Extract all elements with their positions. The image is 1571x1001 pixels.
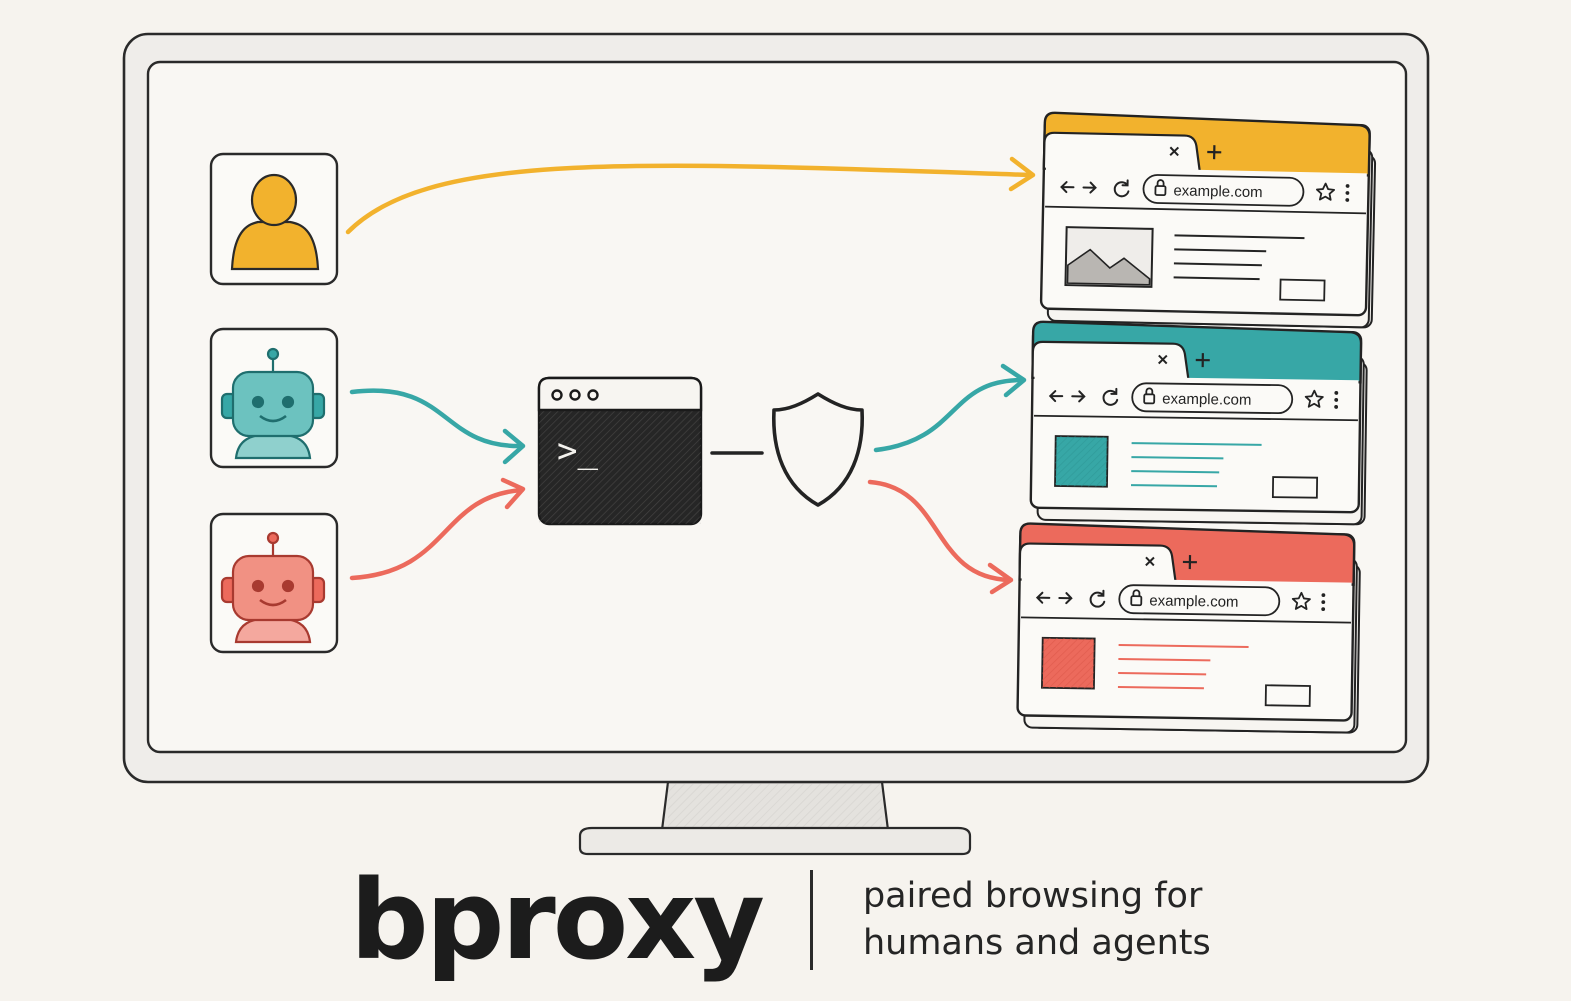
- text-line-placeholder: [1174, 234, 1305, 240]
- more-menu-icon: [1334, 391, 1339, 409]
- browser-active-tab: [1031, 340, 1190, 382]
- teal-agent-to-terminal-arrow: [349, 388, 525, 449]
- close-icon: [1145, 556, 1155, 567]
- address-bar-url: example.com: [1162, 391, 1251, 409]
- browser-toolbar-divider: [1021, 616, 1351, 624]
- forward-arrow-icon: [1082, 181, 1097, 194]
- menu-dot: [1321, 607, 1326, 612]
- reload-icon: [1102, 387, 1119, 406]
- menu-dot: [1321, 600, 1326, 605]
- shield-to-coral-browser-arrow: [867, 479, 1013, 583]
- text-line-placeholder: [1173, 276, 1260, 281]
- shield-icon: [772, 392, 864, 507]
- back-arrow-icon: [1060, 181, 1075, 194]
- browser-window: example.com: [1029, 320, 1368, 526]
- back-arrow-icon: [1035, 591, 1051, 604]
- tagline-line-1: paired browsing for: [862, 876, 1203, 916]
- menu-dot: [1345, 198, 1350, 202]
- menu-dot: [1334, 405, 1339, 409]
- lock-icon: [1143, 393, 1156, 405]
- lock-icon-shackle: [1156, 179, 1165, 187]
- coral-agent-to-terminal-arrow: [349, 487, 525, 581]
- terminal-window: >_: [537, 376, 703, 526]
- square-placeholder-hatch: [1054, 436, 1108, 487]
- browser-toolbar-divider: [1045, 205, 1367, 215]
- browser-window: example.com: [1039, 111, 1377, 329]
- text-line-placeholder: [1118, 671, 1207, 676]
- person-icon: [230, 173, 320, 271]
- robot-icon: [220, 347, 326, 460]
- connections: [345, 156, 1036, 595]
- menu-dot: [1345, 184, 1350, 188]
- shield-to-teal-browser-arrow: [873, 377, 1025, 453]
- terminal-prompt: >_: [557, 431, 598, 471]
- plus-icon: [1195, 353, 1210, 368]
- lock-icon: [1130, 595, 1143, 607]
- button-placeholder: [1279, 278, 1326, 302]
- lock-icon: [1154, 185, 1167, 197]
- text-line-placeholder: [1118, 657, 1211, 662]
- text-line-placeholder: [1118, 643, 1249, 648]
- text-line-placeholder: [1131, 456, 1224, 460]
- browser-windows: example.com example.com example.com: [1016, 111, 1377, 734]
- plus-icon: [1207, 145, 1222, 160]
- text-line-placeholder: [1173, 262, 1262, 267]
- more-menu-icon: [1321, 593, 1326, 612]
- square-placeholder-hatch: [1041, 637, 1095, 689]
- menu-dot: [1345, 191, 1350, 195]
- forward-arrow-icon: [1071, 390, 1086, 403]
- menu-dot: [1334, 391, 1339, 395]
- tagline-line-2: humans and agents: [862, 923, 1211, 963]
- coral-agent-card: [209, 512, 339, 654]
- address-bar-url: example.com: [1173, 182, 1263, 201]
- lock-icon-shackle: [1145, 387, 1154, 395]
- mountain-shape: [1066, 248, 1151, 286]
- star-icon: [1304, 389, 1324, 408]
- browser-active-tab: [1042, 131, 1202, 173]
- brand-tagline: paired browsing for humans and agents: [863, 873, 1211, 967]
- text-line-placeholder: [1174, 248, 1267, 253]
- browser-window: example.com: [1016, 522, 1361, 734]
- address-bar: [1131, 382, 1294, 415]
- star-icon: [1291, 591, 1311, 610]
- forward-arrow-icon: [1058, 592, 1073, 605]
- plus-icon: [1182, 555, 1197, 570]
- browser-toolbar-divider: [1033, 414, 1358, 422]
- text-line-placeholder: [1131, 470, 1220, 474]
- browser-active-tab: [1018, 542, 1177, 583]
- monitor-stand-base: [578, 826, 972, 856]
- text-line-placeholder: [1117, 685, 1204, 690]
- reload-icon: [1089, 589, 1106, 608]
- text-line-placeholder: [1131, 442, 1262, 446]
- human-to-browser-arrow: [345, 163, 1033, 235]
- back-arrow-icon: [1048, 390, 1064, 403]
- menu-dot: [1321, 593, 1326, 598]
- brand-lockup: bproxy paired browsing for humans and ag…: [350, 855, 1211, 985]
- reload-icon: [1113, 179, 1130, 198]
- more-menu-icon: [1345, 184, 1350, 202]
- close-icon: [1169, 146, 1180, 157]
- button-placeholder: [1271, 476, 1319, 499]
- address-bar: [1118, 584, 1281, 617]
- text-line-placeholder: [1131, 484, 1218, 488]
- star-icon: [1315, 182, 1335, 201]
- address-bar: [1142, 174, 1305, 207]
- teal-agent-card: [209, 327, 339, 469]
- brand-divider: [809, 870, 813, 970]
- human-card: [209, 152, 339, 286]
- menu-dot: [1334, 398, 1339, 402]
- address-bar-url: example.com: [1149, 592, 1238, 610]
- lock-icon-shackle: [1132, 589, 1141, 597]
- close-icon: [1158, 354, 1168, 365]
- robot-icon: [220, 531, 326, 644]
- brand-name: bproxy: [350, 856, 765, 984]
- window-dots-icon: [551, 389, 599, 401]
- button-placeholder: [1264, 684, 1311, 707]
